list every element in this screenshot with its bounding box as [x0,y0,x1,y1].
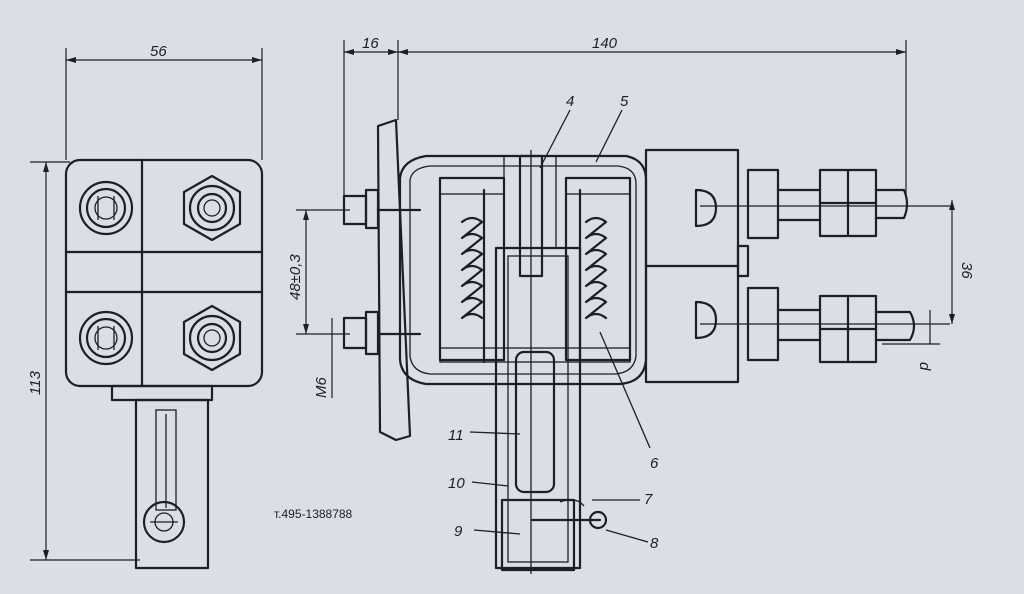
left-spring [460,188,486,364]
callout-5: 5 [620,93,629,110]
dim-width-label: 56 [150,43,167,60]
front-view: 56 113 [27,43,264,570]
dim-diameter-label: d [916,362,933,371]
callout-7: 7 [644,491,653,508]
callout-4: 4 [566,93,574,110]
dim-terminal-spacing-label: 36 [958,262,975,279]
dim-offset-label: 16 [362,35,379,52]
side-section-view: 16 140 48±0,3 М6 [287,35,975,574]
callout-9: 9 [454,523,463,540]
dim-height-label: 113 [27,370,44,395]
phone-watermark: т.495-1388788 [274,507,353,521]
dim-thread-label: М6 [313,377,330,398]
callout-6: 6 [650,455,659,472]
callout-8: 8 [650,535,659,552]
callout-10: 10 [448,475,465,492]
dim-spacing-label: 48±0,3 [287,254,304,300]
dim-length-label: 140 [592,35,618,52]
callout-11: 11 [448,427,464,444]
